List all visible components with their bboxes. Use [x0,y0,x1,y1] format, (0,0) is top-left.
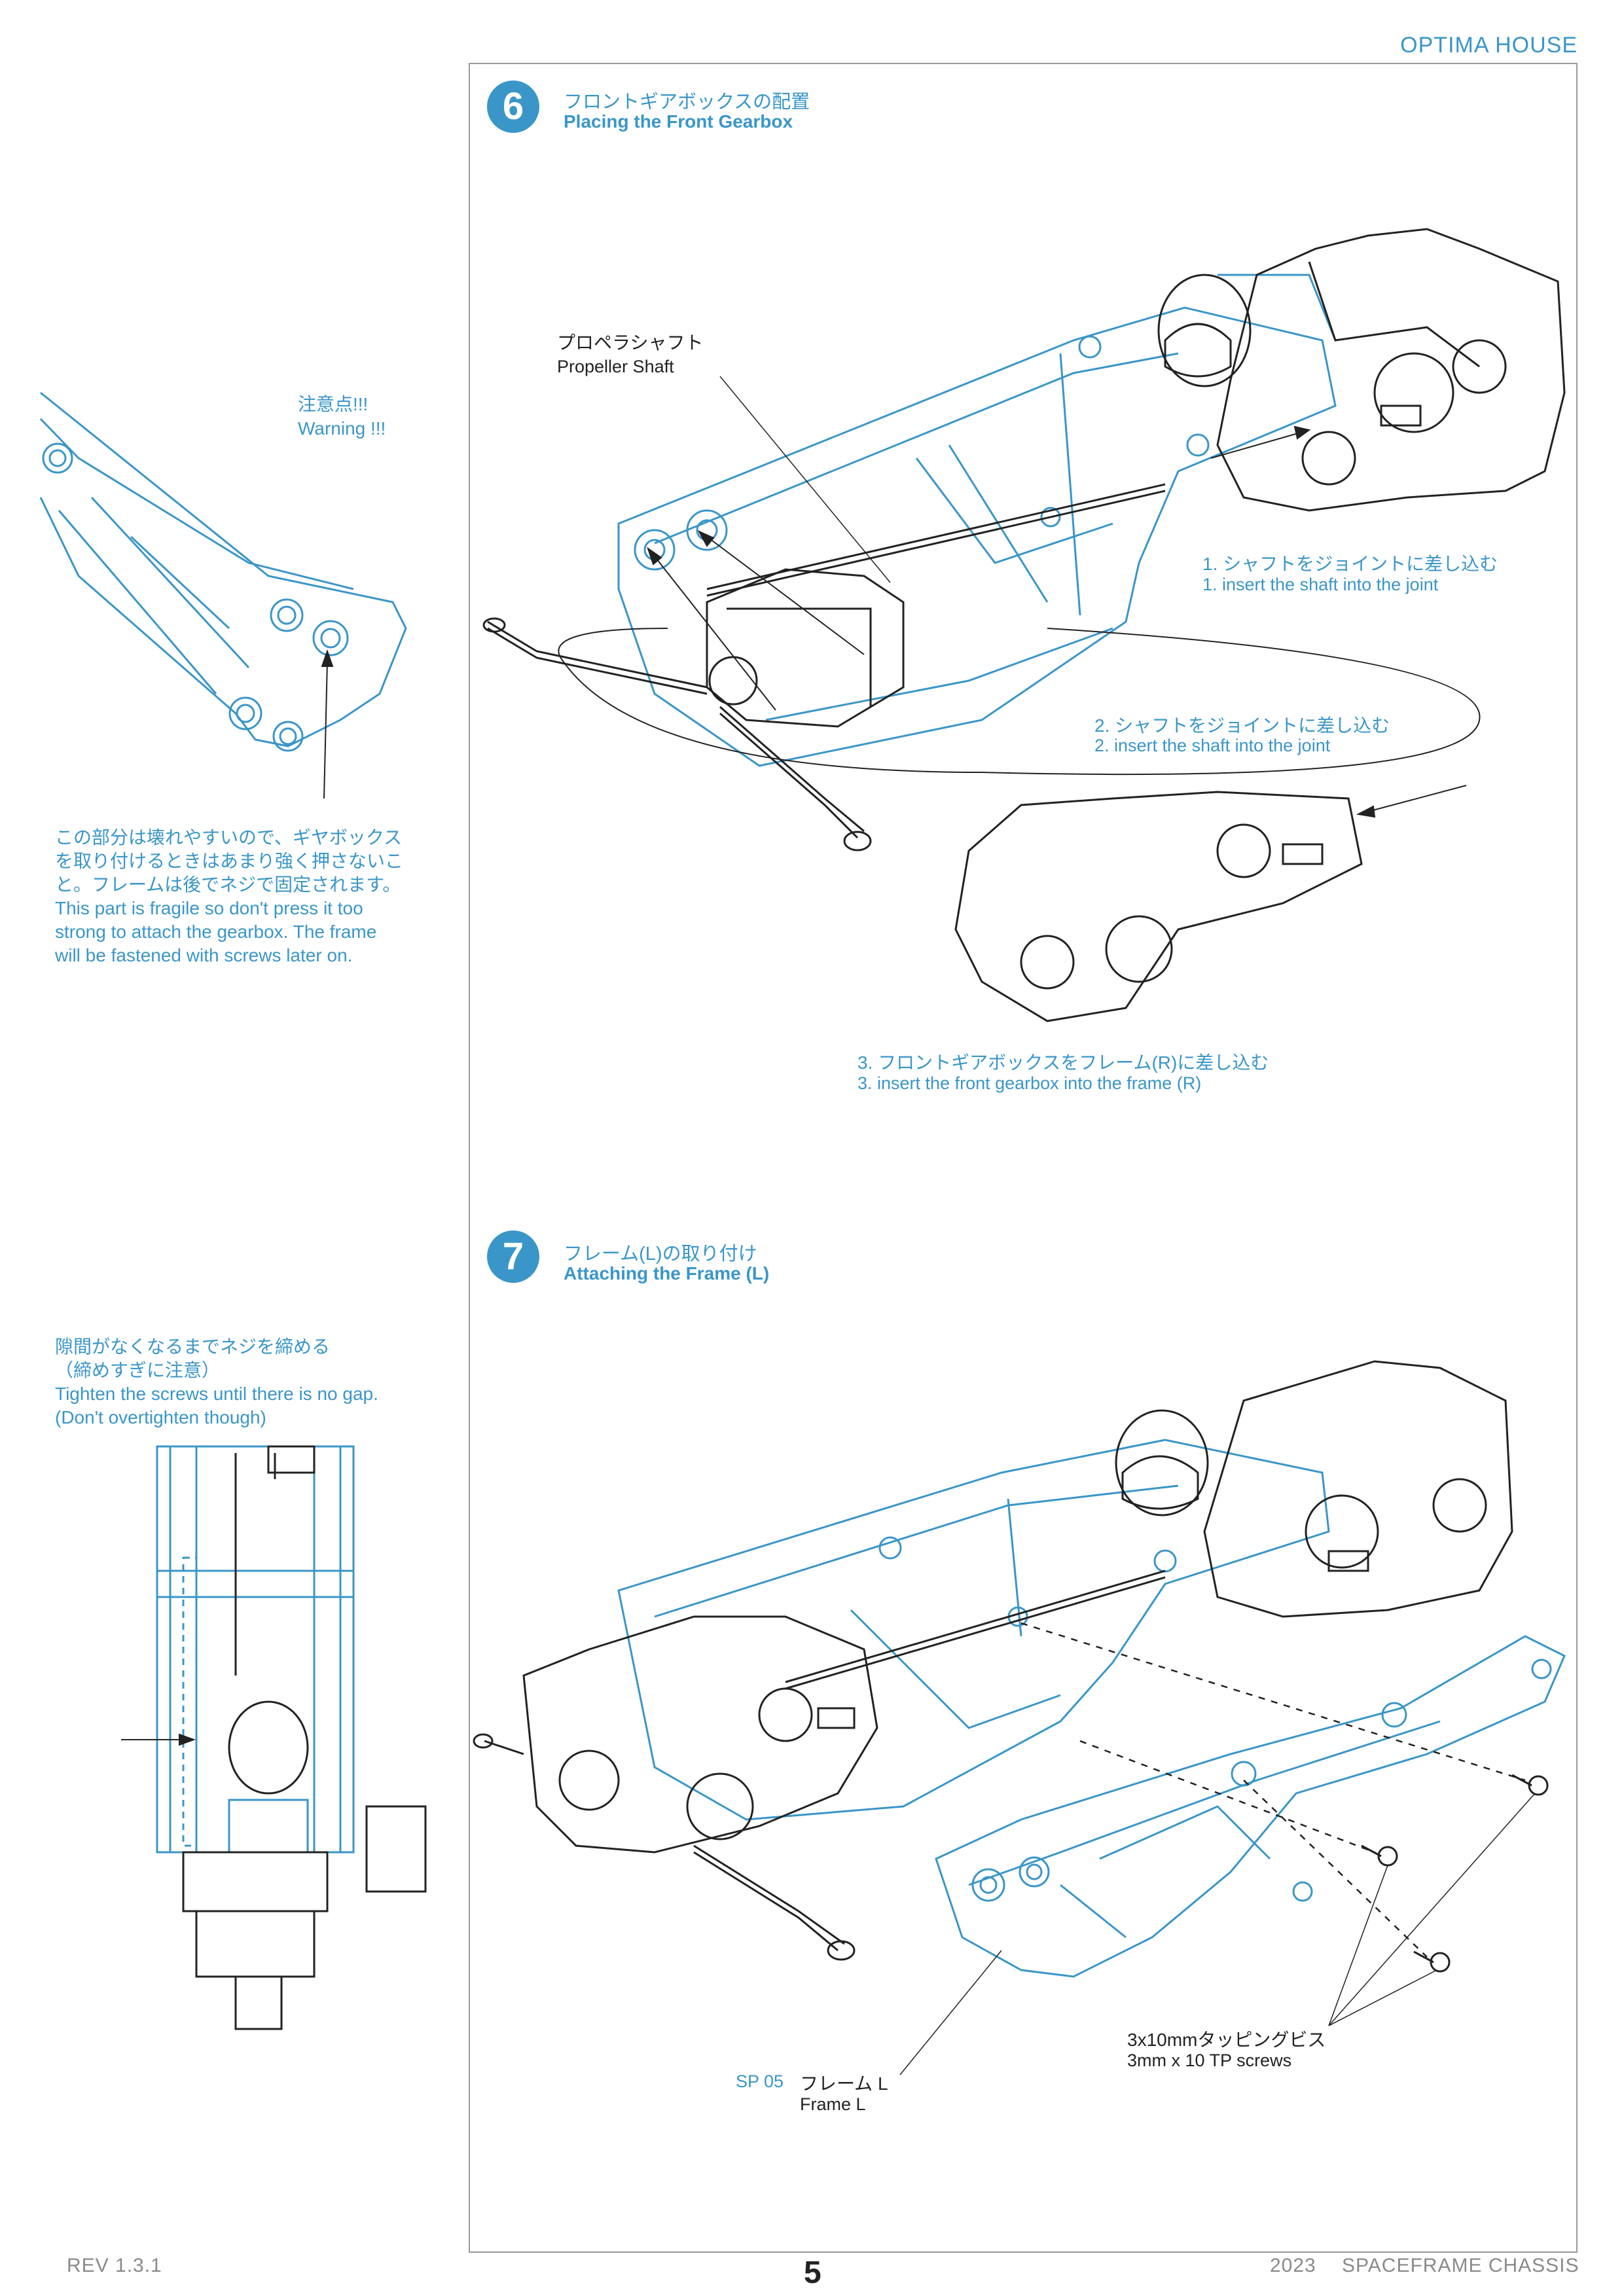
step7-chassis-frame [617,1439,1330,1821]
propeller-label-en: Propeller Shaft [557,357,674,376]
instruction-panel [469,63,1578,2253]
warning-line3-jp: と。フレームは後でネジで固定されます。 [55,874,401,895]
propeller-label-jp: プロペラシャフト [557,332,704,353]
propeller-leader [719,376,891,583]
warning-line3-en: will be fastened with screws later on. [55,945,353,965]
screws-label-jp: 3x10mmタッピングビス [1127,2030,1326,2050]
step6-insert-loop [558,628,1481,776]
warning-line2-en: strong to attach the gearbox. The frame [55,922,377,942]
step7-rear-gearbox [1203,1360,1513,1618]
step6-title-jp: フロントギアボックスの配置 [564,92,810,113]
footer-product: SPACEFRAME CHASSIS [1342,2255,1579,2276]
step6-arrows [647,425,1467,818]
step6-servo [706,568,905,728]
step7-front-gearbox [522,1615,878,1854]
frame-l-leader [899,1950,1002,2075]
step7-helmet [1115,1409,1209,1516]
instr2-jp: 2. シャフトをジョイントに差し込む [1094,715,1390,736]
tighten-frame-detail [156,1445,355,1854]
screws-leaders [1328,1793,1536,2026]
step6-badge: 6 [487,81,539,133]
screws-label-en: 3mm x 10 TP screws [1127,2051,1292,2070]
tighten-line2-en: (Don't overtighten though) [55,1407,266,1427]
step6-propeller-shaft [706,483,1166,597]
tighten-line1-jp: 隙間がなくなるまでネジを締める [55,1336,331,1357]
step6-steering-rods [482,617,872,852]
step7-badge: 7 [487,1230,539,1283]
tighten-arrow [121,1733,196,1746]
step7-screws [1361,1774,1549,1973]
frame-l-label-jp: フレーム L [800,2073,888,2094]
revision-label: REV 1.3.1 [67,2255,162,2276]
tighten-line1-en: Tighten the screws until there is no gap… [55,1384,378,1404]
warning-frame-detail [39,391,407,752]
step7-frame-l [935,1635,1566,1978]
warning-title-jp: 注意点!!! [298,394,369,414]
step6-driver-helmet [1157,274,1252,387]
tighten-note: 隙間がなくなるまでネジを締める （締めすぎに注意） Tighten the sc… [55,1335,461,1429]
instr1-en: 1. insert the shaft into the joint [1202,575,1439,594]
step7-title-jp: フレーム(L)の取り付け [564,1244,757,1265]
step7-propeller-shaft [785,1570,1166,1690]
warning-arrow [321,649,334,799]
instr3-jp: 3. フロントギアボックスをフレーム(R)に差し込む [857,1052,1269,1073]
step6-front-gearbox [954,791,1363,1022]
tighten-line2-jp: （締めすぎに注意） [55,1360,221,1380]
footer-year: 2023 [1270,2255,1316,2276]
instr2-en: 2. insert the shaft into the joint [1094,736,1331,755]
frame-l-part-code: SP 05 [736,2072,784,2091]
tighten-mechanics [182,1445,427,2030]
step6-chassis-frame [617,274,1337,767]
step6-rear-gearbox [1216,228,1566,512]
instr1-jp: 1. シャフトをジョイントに差し込む [1202,554,1498,574]
frame-l-label-en: Frame L [800,2094,866,2114]
brand-name: OPTIMA HOUSE [1400,33,1578,58]
page-number: 5 [804,2255,821,2290]
warning-body: この部分は壊れやすいので、ギヤボックス を取り付けるときはあまり強く押さないこ … [55,826,448,967]
warning-line1-en: This part is fragile so don't press it t… [55,898,363,918]
instr3-en: 3. insert the front gearbox into the fra… [857,1073,1202,1093]
warning-line1-jp: この部分は壊れやすいので、ギヤボックス [55,827,403,848]
warning-line2-jp: を取り付けるときはあまり強く押さないこ [55,851,404,871]
warning-title-en: Warning !!! [298,418,386,439]
step6-title-en: Placing the Front Gearbox [564,111,793,132]
step7-screw-guides [1020,1622,1526,1958]
step7-title-en: Attaching the Frame (L) [564,1263,770,1283]
step7-steering-rods [473,1733,856,1961]
